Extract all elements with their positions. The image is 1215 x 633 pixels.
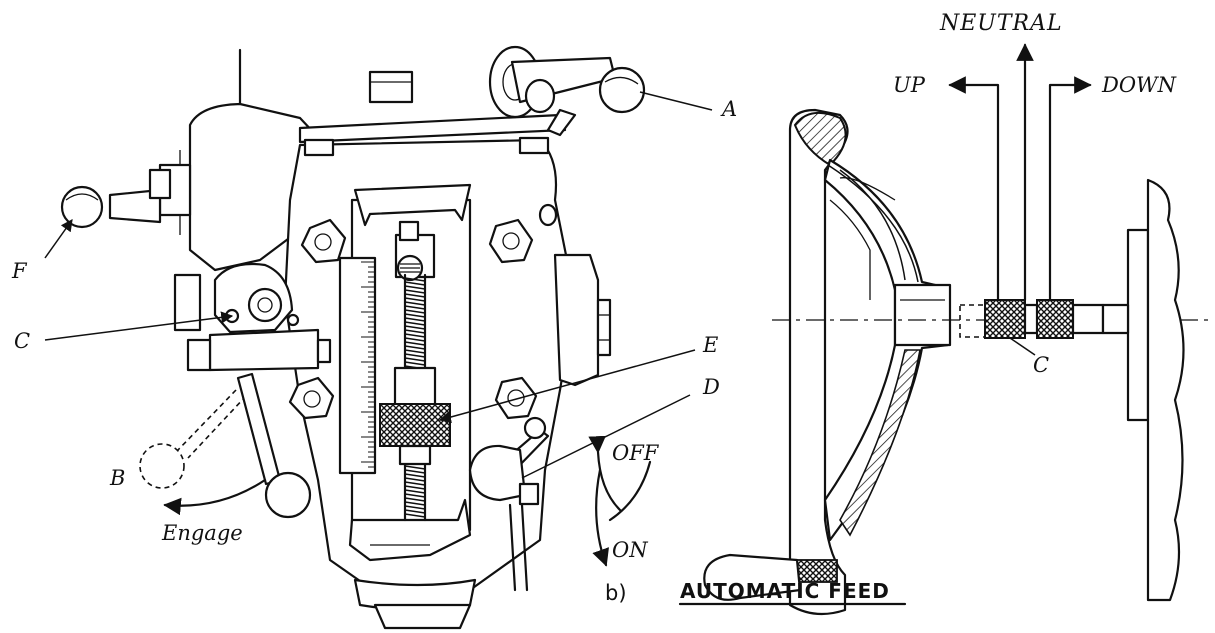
handle-f [60, 168, 172, 229]
handwheel-hub [893, 283, 952, 347]
mill-head-assembly [44, 45, 713, 630]
off-on-arc [608, 460, 652, 522]
label-b: B [109, 466, 125, 490]
crank-handle [703, 553, 802, 601]
down-arrow [1048, 76, 1092, 302]
label-a: A [720, 97, 737, 121]
handwheel-rim [788, 108, 849, 616]
label-f: F [11, 259, 28, 283]
collar-down [1036, 299, 1074, 339]
label-up: UP [893, 73, 926, 97]
handwheel-spoke [823, 158, 950, 542]
label-c-left: C [14, 329, 30, 353]
engage-arrow [163, 478, 267, 516]
collar-up [984, 299, 1026, 339]
leader-e [438, 349, 696, 423]
handle-b-dashed [139, 389, 247, 489]
caption-prefix: b) [605, 581, 627, 605]
label-d: D [702, 375, 720, 399]
mounting-wall [1146, 178, 1185, 602]
label-e: E [702, 333, 718, 357]
handle-c-assembly [173, 262, 332, 372]
label-down: DOWN [1101, 73, 1177, 97]
label-c-right: C [1033, 353, 1049, 377]
top-window [368, 70, 414, 104]
right-bracket [553, 253, 600, 387]
feed-screw [379, 220, 451, 522]
label-on: ON [612, 538, 648, 562]
handle-b-solid [236, 372, 312, 519]
leader-f [44, 219, 73, 259]
hex-bolts [288, 218, 538, 420]
handle-d [468, 416, 550, 592]
label-engage: Engage [161, 521, 243, 545]
depth-scale [338, 256, 377, 475]
up-arrow [948, 76, 1000, 302]
leader-d [521, 394, 691, 479]
mounting-plate [1126, 228, 1150, 422]
handwheel-assembly [703, 43, 1212, 616]
leader-c [44, 311, 234, 341]
label-off: OFF [612, 441, 660, 465]
leader-c-right [1009, 337, 1036, 356]
label-neutral: NEUTRAL [939, 11, 1063, 36]
handle-a [488, 45, 646, 137]
leader-a [639, 91, 713, 111]
top-stop-block [353, 183, 472, 227]
caption-title: AUTOMATIC FEED [680, 579, 890, 603]
